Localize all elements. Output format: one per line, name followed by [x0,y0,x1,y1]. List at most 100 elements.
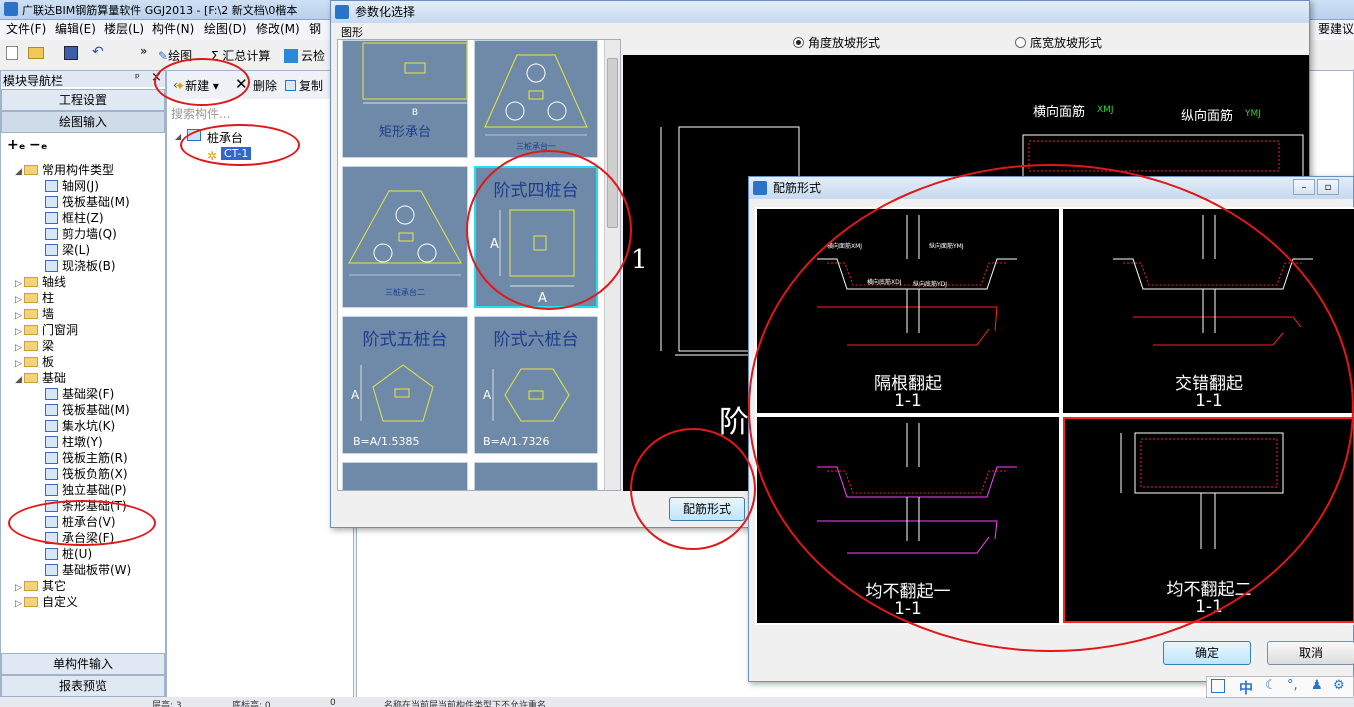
pin-icon[interactable]: ᵖ [135,71,140,84]
thumb-partial-2[interactable] [474,462,598,490]
nav-tree-item[interactable]: 筏板基础(M) [45,401,130,418]
scrollbar-thumb[interactable] [607,58,618,228]
menu-file[interactable]: 文件(F) [6,22,47,36]
nav-tree-item[interactable]: 梁(L) [45,241,90,258]
nav-tree-item[interactable]: 独立基础(P) [45,481,127,498]
collapse-all-icon[interactable]: −ₑ [29,137,48,153]
rebar-option-staggered-lift[interactable]: 交错翻起 1-1 [1063,209,1354,413]
tree-expand-icon[interactable]: ▷ [15,599,22,609]
nav-tree-item[interactable]: ▷板 [15,353,54,370]
rebar-option-no-lift-2[interactable]: 均不翻起二 1-1 [1063,417,1354,623]
tree-expand-icon[interactable]: ▷ [15,295,22,305]
menu-rebar[interactable]: 钢 [309,22,322,36]
nav-tree-item[interactable]: ▷梁 [15,337,54,354]
tree-expand-icon[interactable]: ▷ [15,359,22,369]
menu-floor[interactable]: 楼层(L) [104,22,145,36]
nav-tree-item[interactable]: ▷轴线 [15,273,66,290]
open-folder-icon[interactable] [28,47,44,59]
nav-header: 模块导航栏 ᵖ × [1,70,165,88]
copy-button[interactable]: 复制 [285,77,323,94]
nav-tree-item[interactable]: ◢常用构件类型 [15,161,114,178]
radio-bottom-width-slope[interactable]: 底宽放坡形式 [1015,34,1102,51]
rebar-option-alternate-lift[interactable]: 横向面筋XMJ 纵向面筋YMJ 横向底筋XDJ 纵向底筋YDJ 隔根翻起 1-1 [757,209,1059,413]
nav-tree-item[interactable]: ▷柱 [15,289,54,306]
tree-item-ct1[interactable]: CT-1 [221,147,252,160]
draw-button[interactable]: ✎绘图 [158,49,193,63]
expand-all-icon[interactable]: +ₑ [7,137,26,153]
nav-close-icon[interactable]: × [151,70,162,85]
single-input-tab[interactable]: 单构件输入 [1,653,165,675]
user-icon[interactable]: ♟ [1311,678,1323,693]
menu-draw[interactable]: 绘图(D) [204,22,247,36]
moon-icon[interactable]: ☾ [1265,678,1277,693]
new-file-icon[interactable] [6,46,18,60]
delete-button[interactable]: 删除 [253,79,278,93]
thumb-scrollbar[interactable] [604,40,620,490]
nav-tree-item[interactable]: 柱墩(Y) [45,433,103,450]
undo-icon[interactable]: ↶ [92,44,104,60]
rebar-minimize-button[interactable]: – [1293,179,1315,195]
nav-tree-item[interactable]: 基础梁(F) [45,385,114,402]
radio-angle-slope[interactable]: 角度放坡形式 [793,34,880,51]
nav-collapse-chevron-icon[interactable]: ‹ [173,78,178,92]
tree-collapse-icon[interactable]: ◢ [175,132,182,141]
nav-tree-item[interactable]: ▷自定义 [15,593,78,610]
nav-tree-item[interactable]: 现浇板(B) [45,257,116,274]
tree-collapse-icon[interactable]: ◢ [15,375,22,385]
drawing-input-tab[interactable]: 绘图输入 [1,111,165,133]
nav-tree-item[interactable]: 条形基础(T) [45,497,127,514]
tree-expand-icon[interactable]: ▷ [15,343,22,353]
nav-tree-item[interactable]: 基础板带(W) [45,561,131,578]
nav-tree-item[interactable]: 轴网(J) [45,177,99,194]
thumb-partial-1[interactable] [342,462,468,490]
cloud-check-button[interactable]: 云检 [284,47,325,64]
thumb-rect-cap[interactable]: B 矩形承台 [342,40,468,158]
thumb-step-four-pile-cap[interactable]: 阶式四桩台 A A [474,166,598,308]
menu-modify[interactable]: 修改(M) [256,22,300,36]
tree-expand-icon[interactable]: ▷ [15,279,22,289]
overflow-chevron-icon[interactable]: » [140,44,148,58]
tree-expand-icon[interactable]: ▷ [15,311,22,321]
nav-tree-item[interactable]: ▷墙 [15,305,54,322]
nav-tree-item[interactable]: 剪力墙(Q) [45,225,117,242]
tree-collapse-icon[interactable]: ◢ [15,167,22,177]
nav-tree-item[interactable]: 筏板负筋(X) [45,465,128,482]
menu-suggest[interactable]: 要建议 [1318,22,1354,36]
nav-tree-item[interactable]: 框柱(Z) [45,209,104,226]
menu-component[interactable]: 构件(N) [152,22,195,36]
thumb-step-five-pile-cap[interactable]: 阶式五桩台 A B=A/1.5385 [342,316,468,454]
settings-gear-icon[interactable]: ⚙ [1333,678,1345,693]
nav-tree-item[interactable]: ▷其它 [15,577,66,594]
component-search-input[interactable]: 搜索构件... [171,107,231,121]
save-icon[interactable] [64,46,78,60]
thumb-step-six-pile-cap[interactable]: 阶式六桩台 A B=A/1.7326 [474,316,598,454]
new-component-button[interactable]: ✦新建 ▾ [175,79,219,93]
cancel-button[interactable]: 取消 [1267,641,1354,665]
nav-tree-item[interactable]: ▷门窗洞 [15,321,78,338]
nav-tree-item[interactable]: 桩承台(V) [45,513,116,530]
tree-expand-icon[interactable]: ▷ [15,327,22,337]
nav-tree-item[interactable]: 筏板基础(M) [45,193,130,210]
folder-icon [24,357,38,367]
punctuation-icon[interactable]: °, [1287,678,1298,693]
thumb-three-pile-cap-1[interactable]: 三桩承台一 [474,40,598,158]
rebar-maximize-button[interactable]: ▫ [1317,179,1339,195]
rebar-form-button[interactable]: 配筋形式 [669,497,745,521]
ime-toggle-icon[interactable] [1211,679,1225,693]
delete-x-icon[interactable]: ✕ [235,75,248,93]
nav-tree-item[interactable]: 筏板主筋(R) [45,449,128,466]
thumb-three-pile-cap-2[interactable]: 三桩承台二 [342,166,468,308]
summary-calc-button[interactable]: Σ 汇总计算 [211,49,271,63]
tree-root-pile-cap[interactable]: 桩承台 [207,131,244,145]
rebar-option-no-lift-1[interactable]: 均不翻起一 1-1 [757,417,1059,623]
project-settings-tab[interactable]: 工程设置 [1,89,165,111]
ime-language[interactable]: 中 [1239,681,1253,697]
ok-button[interactable]: 确定 [1163,641,1251,665]
nav-tree-item[interactable]: 承台梁(F) [45,529,114,546]
report-preview-tab[interactable]: 报表预览 [1,675,165,697]
nav-tree-item[interactable]: 桩(U) [45,545,92,562]
tree-expand-icon[interactable]: ▷ [15,583,22,593]
nav-tree-item[interactable]: ◢基础 [15,369,66,386]
nav-tree-item[interactable]: 集水坑(K) [45,417,115,434]
menu-edit[interactable]: 编辑(E) [55,22,96,36]
